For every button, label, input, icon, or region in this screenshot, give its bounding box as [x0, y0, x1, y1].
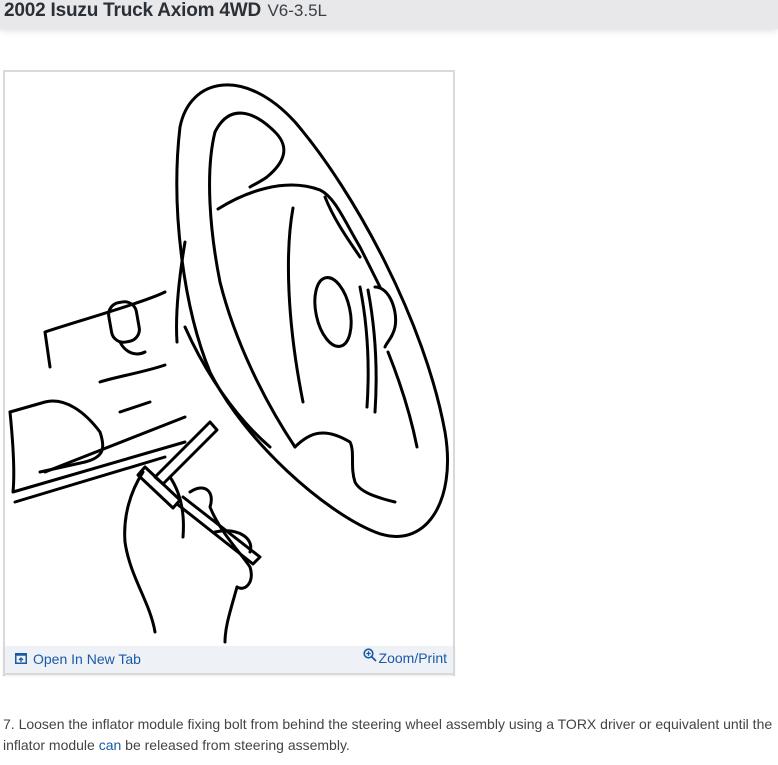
page-header: 2002 Isuzu Truck Axiom 4WD V6-3.5L	[0, 0, 778, 29]
step-text-after: be released from steering assembly.	[121, 737, 350, 753]
steering-wheel-diagram	[8, 83, 450, 644]
open-in-new-tab-link[interactable]: Open In New Tab	[15, 651, 141, 667]
diagram-figure	[3, 70, 455, 676]
step-instruction: 7. Loosen the inflator module fixing bol…	[3, 714, 773, 756]
engine-spec: V6-3.5L	[267, 1, 328, 20]
zoom-print-label: Zoom/Print	[378, 650, 447, 666]
zoom-in-magnifier-icon	[362, 647, 377, 665]
glossary-link-can[interactable]: can	[98, 737, 122, 753]
vehicle-title: 2002 Isuzu Truck Axiom 4WD	[4, 0, 262, 21]
figure-footer: Open In New Tab Zoom/Print	[3, 646, 455, 675]
open-in-new-tab-icon	[15, 651, 27, 667]
zoom-print-link[interactable]: Zoom/Print	[362, 647, 447, 666]
step-text-before: 7. Loosen the inflator module fixing bol…	[3, 716, 773, 753]
open-in-new-tab-label: Open In New Tab	[33, 651, 141, 667]
